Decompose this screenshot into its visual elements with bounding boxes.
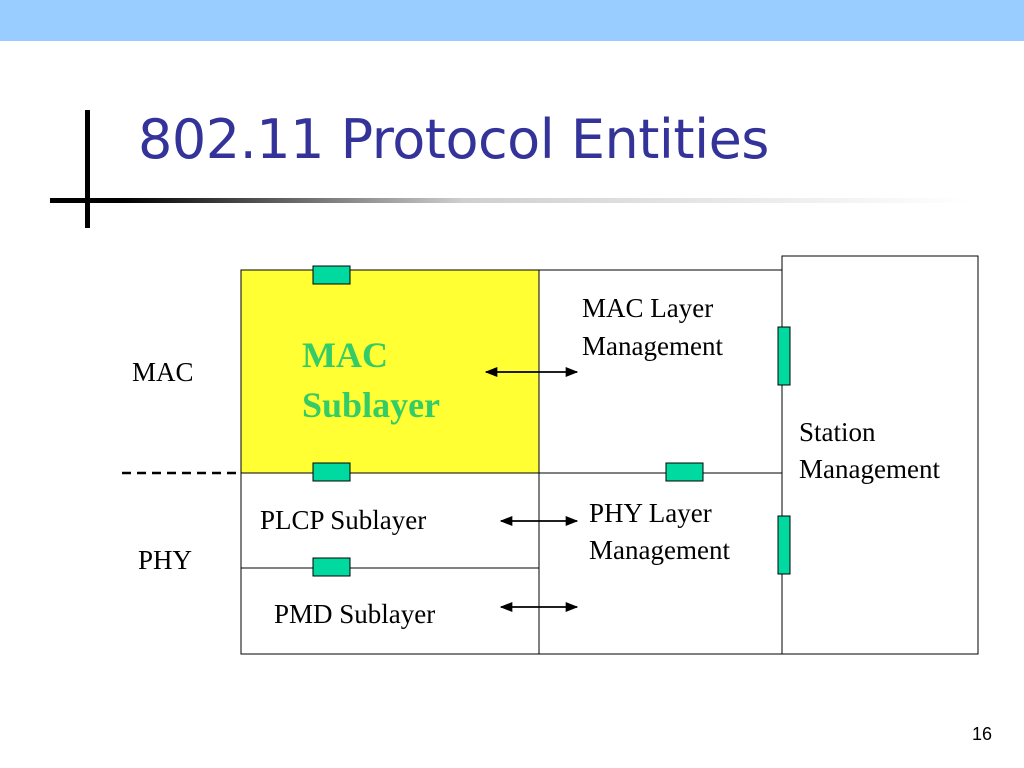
mac-layer-management-line2: Management <box>582 331 723 361</box>
sap-plme-station <box>777 515 791 575</box>
sap-mac-top <box>312 265 351 285</box>
station-management-line1: Station <box>799 417 876 447</box>
title-horizontal-rule <box>50 198 970 203</box>
plcp-sublayer-label: PLCP Sublayer <box>260 505 426 535</box>
slide-title: 802.11 Protocol Entities <box>138 108 769 171</box>
phy-layer-management-box <box>538 472 783 655</box>
pmd-sublayer-box <box>240 567 540 655</box>
label-mac: MAC <box>132 357 194 387</box>
mac-sublayer-label-line2: Sublayer <box>302 385 440 425</box>
mac-layer-management-line1: MAC Layer <box>582 293 713 323</box>
page-number: 16 <box>971 724 992 744</box>
sap-plcp-pmd <box>312 557 351 577</box>
station-management-box <box>781 255 979 655</box>
pmd-sublayer-label: PMD Sublayer <box>274 599 435 629</box>
label-phy: PHY <box>138 545 192 575</box>
sap-mlme-station <box>777 326 791 386</box>
sap-mlme-plme <box>665 462 704 482</box>
top-band <box>0 0 1024 41</box>
mac-sublayer-label-line1: MAC <box>302 335 388 375</box>
plcp-sublayer-box <box>240 472 540 569</box>
phy-layer-management-line1: PHY Layer <box>589 498 712 528</box>
title-vertical-rule <box>85 110 90 228</box>
sap-mac-phy <box>312 462 351 482</box>
station-management-line2: Management <box>799 454 940 484</box>
phy-layer-management-line2: Management <box>589 535 730 565</box>
